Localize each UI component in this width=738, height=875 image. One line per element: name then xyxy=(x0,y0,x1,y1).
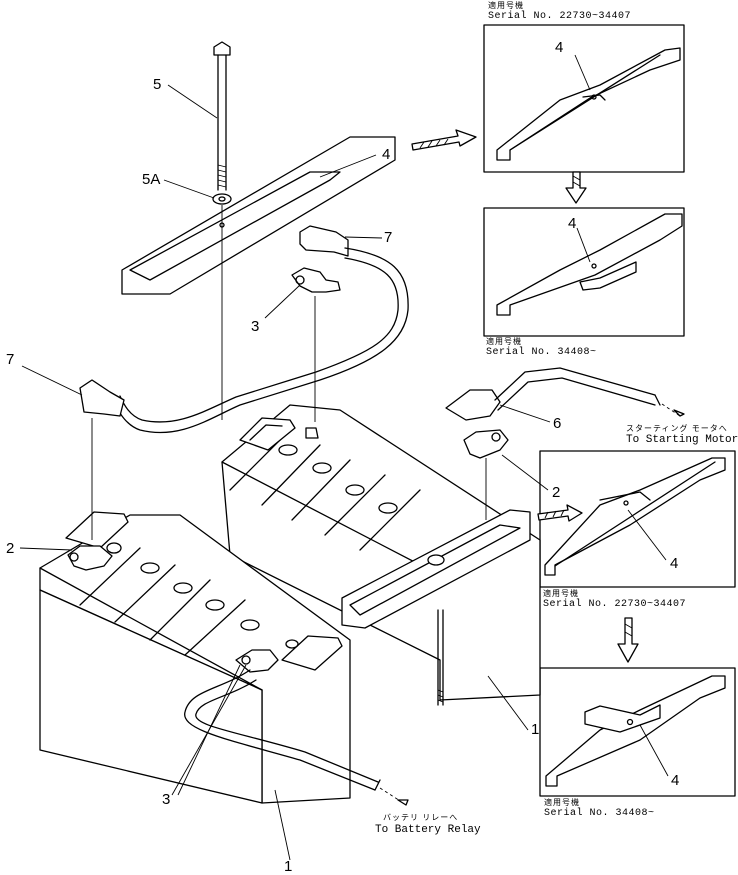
terminal-3-top xyxy=(291,267,341,422)
callout-5a: 5A xyxy=(142,171,161,188)
battery-front xyxy=(39,511,351,804)
inset-3-serial-ja: 適用号機 xyxy=(543,589,579,598)
inset-1-serial: Serial No. 22730~34407 xyxy=(488,11,632,22)
inset-1-serial-ja: 適用号機 xyxy=(488,1,524,10)
cable-6-motor xyxy=(445,367,685,421)
terminal-2-right xyxy=(463,429,509,520)
inset-1-part-number: 4 xyxy=(555,39,564,56)
inset-box-4 xyxy=(539,667,736,797)
callout-5: 5 xyxy=(153,76,162,93)
inset-2-part-number: 4 xyxy=(568,215,577,232)
inset-box-2 xyxy=(483,207,685,337)
terminal-3-bottom xyxy=(235,649,279,673)
battery-relay-caption: To Battery Relay xyxy=(375,824,481,836)
callout-3-top: 3 xyxy=(251,318,260,335)
callout-1-bottom: 1 xyxy=(284,858,293,875)
inset-2-serial: Serial No. 34408~ xyxy=(486,347,597,358)
callout-7-left: 7 xyxy=(6,351,15,368)
cable-7-link xyxy=(79,225,409,540)
callout-2-left: 2 xyxy=(6,540,15,557)
inset-3-part-number: 4 xyxy=(670,555,679,572)
callout-2-right: 2 xyxy=(552,484,561,501)
callout-3-bottom: 3 xyxy=(162,791,171,808)
terminal-2-left xyxy=(67,545,113,571)
callout-1-right: 1 xyxy=(531,721,540,738)
inset-2-serial-ja: 適用号機 xyxy=(486,337,522,346)
callout-6: 6 xyxy=(553,415,562,432)
hatched-arrows xyxy=(411,129,639,663)
callout-7-top: 7 xyxy=(384,229,393,246)
inset-3-serial: Serial No. 22730~34407 xyxy=(543,599,687,610)
inset-4-serial-ja: 適用号機 xyxy=(544,798,580,807)
leader-lines xyxy=(19,54,669,861)
inset-4-part-number: 4 xyxy=(671,772,680,789)
starting-motor-caption-ja: スターティング モータへ xyxy=(626,424,728,433)
hold-down-bar-front xyxy=(341,509,531,706)
battery-rear xyxy=(221,404,541,701)
battery-relay-caption-ja: バッテリ リレーへ xyxy=(383,813,459,822)
inset-4-serial: Serial No. 34408~ xyxy=(544,808,655,819)
starting-motor-caption: To Starting Motor xyxy=(626,434,738,446)
bolt-5 xyxy=(212,41,232,420)
hold-down-bar-top xyxy=(121,136,396,295)
inset-box-1 xyxy=(483,24,685,173)
callout-4-top: 4 xyxy=(382,146,391,163)
